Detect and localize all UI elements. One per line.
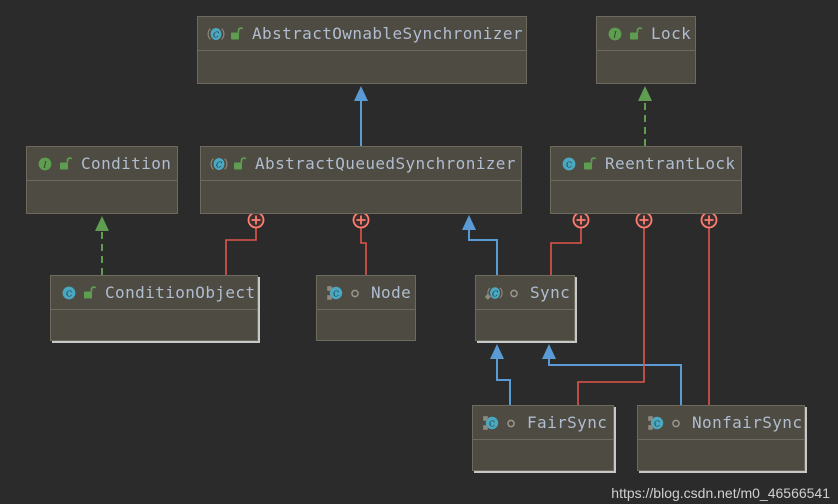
public-unlocked-icon (57, 155, 73, 173)
package-private-icon (668, 414, 684, 432)
edge-conditionobject-implements-condition (95, 216, 109, 275)
class-node-nonfair-sync[interactable]: C NonfairSync (637, 405, 805, 471)
class-node-title: NonfairSync (692, 412, 803, 432)
interface-icon: I (36, 155, 54, 173)
class-node-body (27, 181, 177, 213)
abstract-class-icon: C (207, 25, 225, 43)
class-icon: C (60, 284, 78, 302)
class-node-abstract-queued-synchronizer[interactable]: C AbstractQueuedSynchronizer (200, 146, 522, 214)
class-node-title: AbstractQueuedSynchronizer (255, 153, 516, 173)
svg-text:C: C (492, 289, 498, 298)
nested-class-icon: C (647, 414, 665, 432)
class-node-body (317, 310, 415, 342)
svg-text:I: I (42, 160, 47, 169)
edge-fairsync-inner-of-reentrantlock (577, 211, 653, 405)
edge-nonfairsync-inner-of-reentrantlock (700, 211, 718, 405)
class-node-title: Node (371, 282, 412, 302)
class-node-title: Sync (530, 282, 571, 302)
class-node-body (473, 440, 613, 472)
class-icon: C (560, 155, 578, 173)
edge-sync-inner-of-reentrantlock (550, 211, 590, 275)
class-node-header: C AbstractQueuedSynchronizer (201, 147, 521, 181)
watermark-text: https://blog.csdn.net/m0_46566541 (611, 485, 830, 501)
class-node-sync[interactable]: C Sync (475, 275, 575, 341)
public-unlocked-icon (228, 25, 244, 43)
edge-node-inner-of-aqs (352, 211, 370, 275)
public-unlocked-icon (231, 155, 247, 173)
class-node-condition-object[interactable]: C ConditionObject (50, 275, 258, 341)
nested-class-icon: C (326, 284, 344, 302)
class-node-body (551, 181, 741, 213)
svg-text:C: C (489, 419, 495, 428)
class-node-title: FairSync (527, 412, 608, 432)
class-node-reentrant-lock[interactable]: C ReentrantLock (550, 146, 742, 214)
edge-fairsync-extends-sync (490, 344, 511, 405)
class-node-fair-sync[interactable]: C FairSync (472, 405, 614, 471)
svg-text:C: C (66, 289, 72, 298)
edge-conditionobject-inner-of-aqs (225, 211, 265, 275)
class-node-abstract-ownable-synchronizer[interactable]: C AbstractOwnableSynchronizer (197, 16, 527, 84)
abstract-class-icon: C (210, 155, 228, 173)
class-node-title: ReentrantLock (605, 153, 736, 173)
svg-text:C: C (333, 289, 339, 298)
class-node-header: I Lock (597, 17, 695, 51)
class-node-title: AbstractOwnableSynchronizer (252, 23, 523, 43)
class-node-header: C Node (317, 276, 415, 310)
class-node-title: Condition (81, 153, 172, 173)
package-private-icon (506, 284, 522, 302)
svg-text:C: C (654, 419, 660, 428)
class-node-title: ConditionObject (105, 282, 256, 302)
svg-text:C: C (566, 160, 572, 169)
class-node-header: C FairSync (473, 406, 613, 440)
class-node-lock[interactable]: I Lock (596, 16, 696, 84)
svg-text:C: C (216, 160, 222, 169)
class-node-header: C Sync (476, 276, 574, 310)
edge-sync-extends-aqs (462, 215, 498, 275)
class-node-header: I Condition (27, 147, 177, 181)
edge-aqs-extends-aos (354, 86, 368, 146)
class-node-condition[interactable]: I Condition (26, 146, 178, 214)
svg-text:C: C (213, 30, 219, 39)
svg-text:I: I (612, 30, 617, 39)
abstract-nested-class-icon: C (485, 284, 503, 302)
edge-reentrantlock-implements-lock (638, 86, 652, 146)
public-unlocked-icon (581, 155, 597, 173)
class-node-body (201, 181, 521, 213)
class-node-body (476, 310, 574, 342)
public-unlocked-icon (81, 284, 97, 302)
package-private-icon (347, 284, 363, 302)
class-node-header: C ReentrantLock (551, 147, 741, 181)
nested-class-icon: C (482, 414, 500, 432)
interface-icon: I (606, 25, 624, 43)
public-unlocked-icon (627, 25, 643, 43)
class-node-body (51, 310, 257, 342)
class-node-header: C NonfairSync (638, 406, 804, 440)
edge-nonfairsync-extends-sync (542, 344, 682, 405)
class-node-title: Lock (651, 23, 692, 43)
package-private-icon (503, 414, 519, 432)
class-node-body (638, 440, 804, 472)
class-node-body (597, 51, 695, 83)
class-node-header: C AbstractOwnableSynchronizer (198, 17, 526, 51)
class-node-header: C ConditionObject (51, 276, 257, 310)
class-node-node[interactable]: C Node (316, 275, 416, 341)
class-node-body (198, 51, 526, 83)
